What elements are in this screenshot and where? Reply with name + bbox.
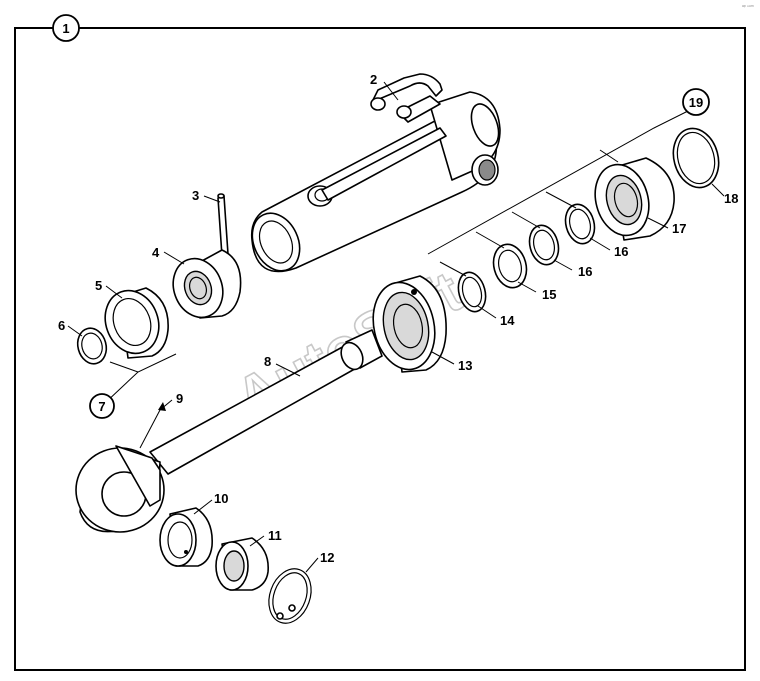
callout-16a: 16 (578, 264, 592, 279)
bushing-part (104, 287, 169, 359)
ring-14-part (457, 271, 487, 313)
figure-number: 1 (62, 21, 69, 36)
piston-rod-part (75, 329, 383, 533)
pin-part (217, 193, 229, 257)
gland-head-part (172, 249, 242, 319)
callout-13: 13 (458, 358, 472, 373)
circlip-part (268, 568, 312, 624)
callout-12: 12 (320, 550, 334, 565)
piston-part (372, 275, 447, 373)
callout-2: 2 (370, 72, 377, 87)
corner-mark: ᵃᵖ ⁿᵘᵐ (742, 4, 754, 10)
seal-15-part (492, 243, 528, 289)
callout-17: 17 (672, 221, 686, 236)
piston-seal-part (594, 157, 675, 241)
callout-6: 6 (58, 318, 65, 333)
cylinder-barrel-part (250, 73, 501, 273)
callout-14: 14 (500, 313, 515, 328)
callout-19-circle: 19 (682, 88, 710, 116)
callout-16b: 16 (614, 244, 628, 259)
callout-18: 18 (724, 191, 738, 206)
callout-5: 5 (95, 278, 102, 293)
callout-15: 15 (542, 287, 556, 302)
callout-10: 10 (214, 491, 228, 506)
o-ring-18-part (672, 127, 720, 189)
callout-19: 19 (689, 95, 703, 110)
callout-3: 3 (192, 188, 199, 203)
callout-labels: 2 3 4 5 6 7 8 9 10 11 12 13 14 15 16 16 … (58, 72, 738, 565)
ring-16b-part (564, 203, 596, 245)
callout-8: 8 (264, 354, 271, 369)
ring-16a-part (528, 224, 560, 266)
callout-9: 9 (176, 391, 183, 406)
arrow-9 (158, 402, 166, 411)
spherical-bearing-part (215, 537, 269, 591)
leader-lines (67, 81, 725, 573)
o-ring-part (76, 327, 108, 365)
figure-number-callout: 1 (52, 14, 80, 42)
callout-7: 7 (98, 399, 105, 414)
eye-bushing-part (159, 507, 213, 567)
callout-7-circle: 7 (89, 393, 115, 419)
diagram-frame (14, 27, 746, 671)
callout-11: 11 (268, 528, 282, 543)
callout-4: 4 (152, 245, 160, 260)
